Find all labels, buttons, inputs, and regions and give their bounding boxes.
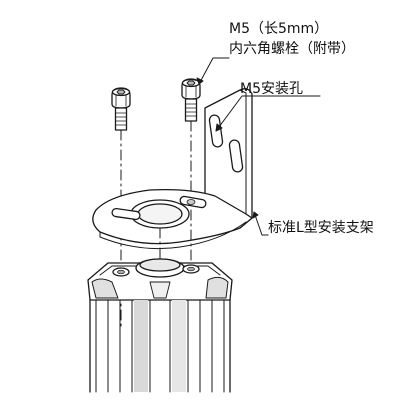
sensor-top-cap: [87, 258, 233, 301]
leader-lines: [196, 57, 321, 236]
screw-name-label: 内六角螺栓（附带）: [229, 41, 355, 57]
l-bracket-vertical-plate: [204, 88, 253, 229]
sensor-body-column: [89, 299, 231, 393]
l-bracket-base-plate: [92, 188, 253, 250]
screw-spec-label: M5（长5mm）: [229, 21, 329, 37]
leader-mount-hole: [215, 95, 321, 132]
leader-screw: [198, 57, 230, 85]
hex-socket-screw-right: [181, 78, 201, 206]
bracket-label: 标准L型安装支架: [268, 220, 374, 236]
mount-hole-label: M5安装孔: [240, 81, 303, 97]
